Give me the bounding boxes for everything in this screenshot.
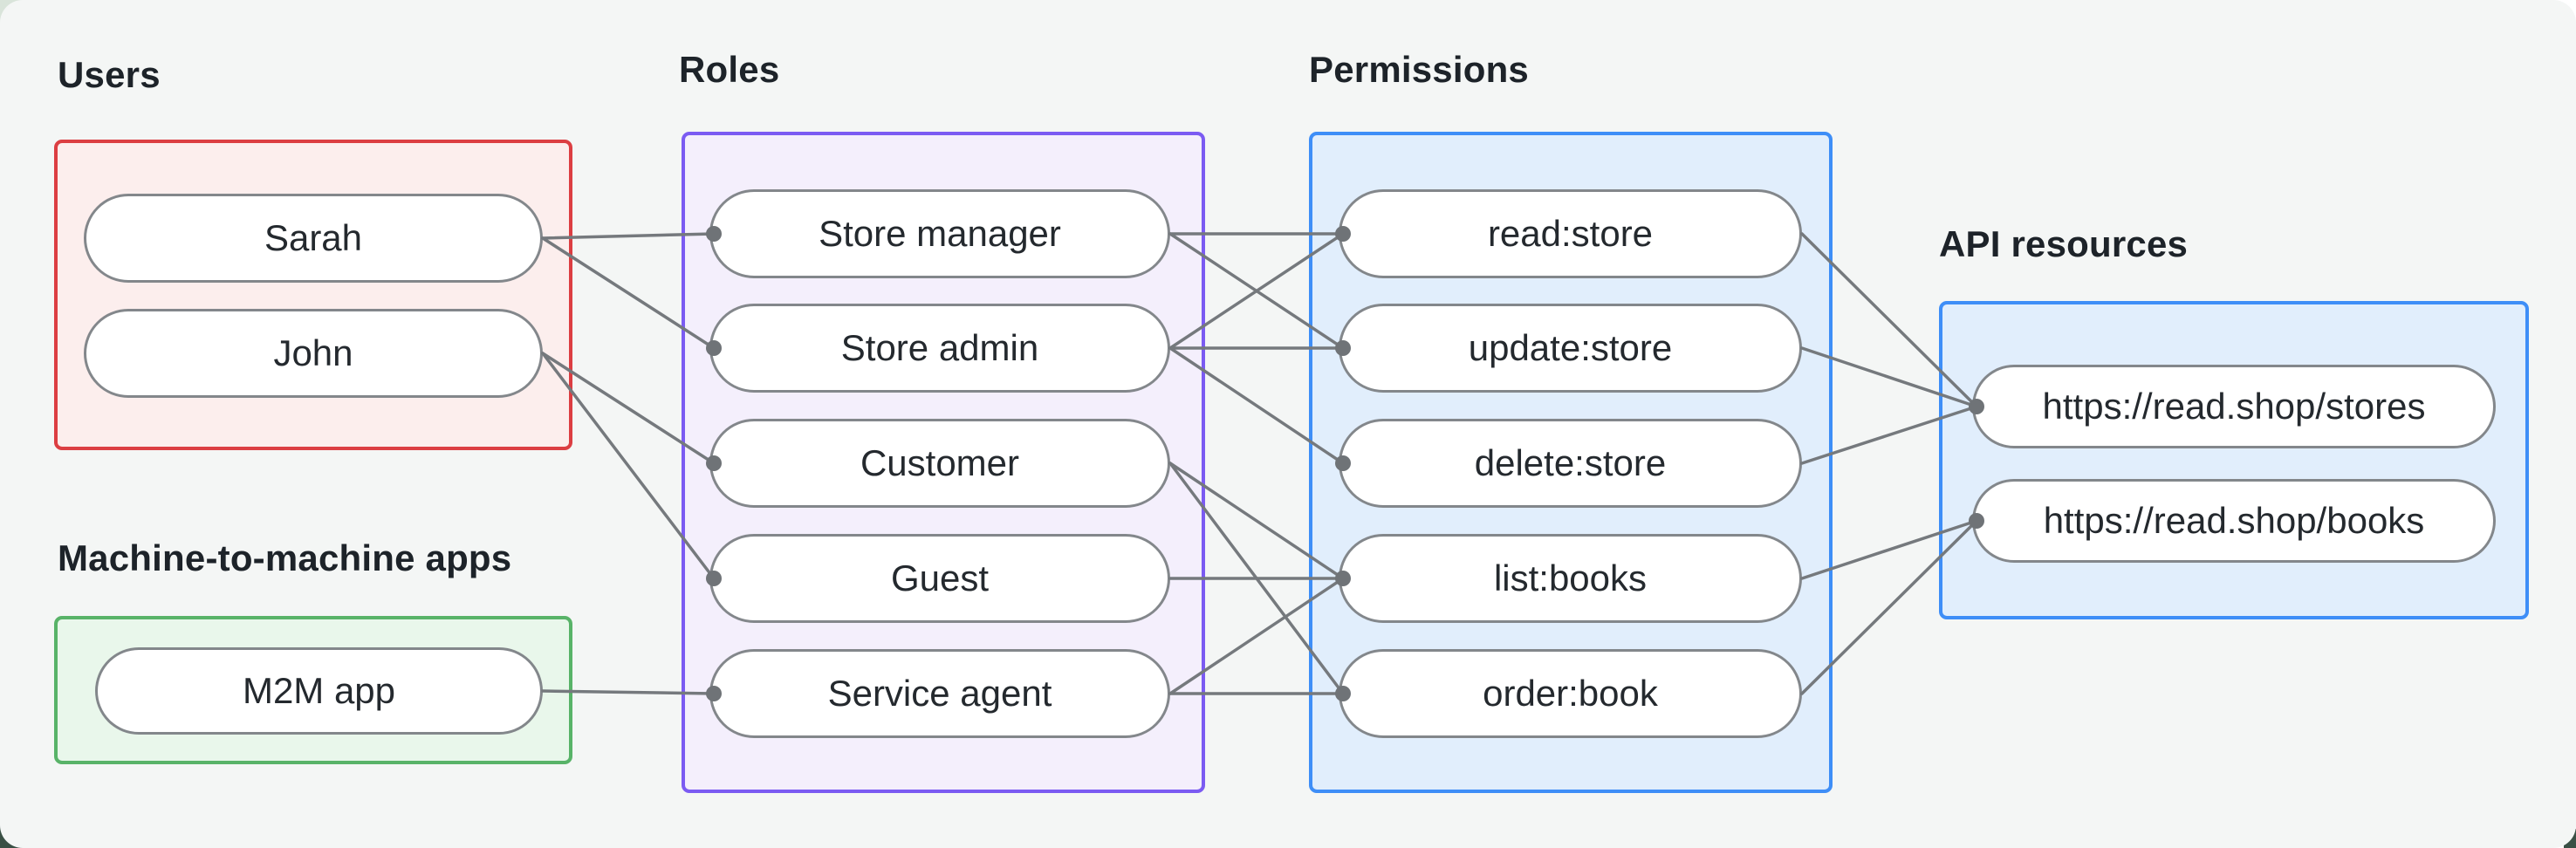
node-delete-store: delete:store: [1339, 419, 1802, 508]
api-resources-group-box: [1939, 301, 2529, 619]
node-books: https://read.shop/books: [1972, 479, 2496, 563]
node-update-store: update:store: [1339, 304, 1802, 393]
node-list-books: list:books: [1339, 534, 1802, 623]
node-service-agent: Service agent: [709, 649, 1170, 738]
node-order-book: order:book: [1339, 649, 1802, 738]
api-resources-group-label: API resources: [1939, 223, 2189, 264]
node-m2m-app: M2M app: [95, 647, 543, 735]
users-group-label: Users: [58, 54, 161, 95]
node-read-store: read:store: [1339, 189, 1802, 278]
node-customer: Customer: [709, 419, 1170, 508]
node-john: John: [84, 309, 543, 398]
node-guest: Guest: [709, 534, 1170, 623]
node-store-manager: Store manager: [709, 189, 1170, 278]
m2m-apps-group-label: Machine-to-machine apps: [58, 537, 512, 578]
permissions-group-label: Permissions: [1309, 49, 1529, 90]
node-sarah: Sarah: [84, 194, 543, 283]
roles-group-label: Roles: [679, 49, 780, 90]
node-stores: https://read.shop/stores: [1972, 365, 2496, 448]
node-store-admin: Store admin: [709, 304, 1170, 393]
